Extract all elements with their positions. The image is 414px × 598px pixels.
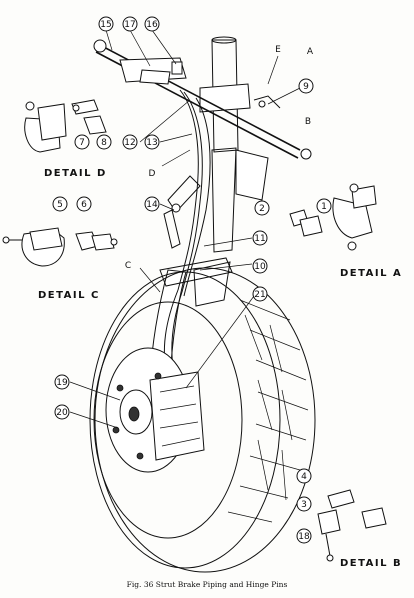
svg-text:8: 8 [101,138,107,148]
letter-a: A [307,47,314,57]
svg-text:20: 20 [56,408,68,418]
svg-text:12: 12 [124,138,135,148]
detail-b-label: DETAIL B [340,558,402,569]
svg-text:14: 14 [146,200,158,210]
svg-text:4: 4 [301,472,307,482]
svg-text:15: 15 [100,20,111,30]
leader-lines [69,29,301,429]
letter-callouts: E A B D C [125,45,314,271]
detail-b-parts [317,489,387,562]
svg-text:17: 17 [124,20,135,30]
svg-text:1: 1 [321,202,327,212]
callout-8: 8 [96,134,112,150]
figure-caption: Fig. 36 Strut Brake Piping and Hinge Pin… [126,580,288,589]
callout-20: 20 [54,404,70,420]
svg-text:18: 18 [298,532,310,542]
callout-9: 9 [298,78,314,94]
svg-text:5: 5 [57,200,63,210]
callout-19: 19 [54,374,70,390]
svg-text:7: 7 [79,138,85,148]
svg-text:3: 3 [301,500,307,510]
callout-11: 11 [252,230,268,246]
callout-12: 12 [122,134,138,150]
strut-assembly [149,36,269,381]
callout-3: 3 [296,496,312,512]
callout-15: 15 [98,16,114,32]
callout-1: 1 [316,198,332,214]
svg-text:21: 21 [254,290,265,300]
detail-d-parts [24,99,107,153]
letter-b: B [305,117,311,127]
callout-6: 6 [76,196,92,212]
detail-a-parts [289,183,377,251]
letter-e: E [275,45,281,55]
callout-5: 5 [52,196,68,212]
wheel-assembly [89,267,316,573]
callout-7: 7 [74,134,90,150]
detail-a-label: DETAIL A [340,268,402,279]
hinge-pin-assembly [93,39,312,160]
callout-21: 21 [252,286,268,302]
detail-c-parts [2,227,118,267]
callout-13: 13 [144,134,160,150]
callout-14: 14 [144,196,160,212]
detail-c-label: DETAIL C [38,290,100,301]
svg-text:11: 11 [254,234,265,244]
letter-d: D [149,169,156,179]
svg-text:2: 2 [259,204,265,214]
callout-10: 10 [252,258,268,274]
detail-d-label: DETAIL D [44,168,107,179]
callout-numbers: 15 17 16 9 12 13 7 8 [52,16,332,544]
svg-text:16: 16 [146,20,158,30]
svg-text:9: 9 [303,82,309,92]
callout-2: 2 [254,200,270,216]
callout-4: 4 [296,468,312,484]
callout-18: 18 [296,528,312,544]
svg-text:6: 6 [81,200,87,210]
letter-c: C [125,261,131,271]
svg-text:19: 19 [56,378,68,388]
callout-17: 17 [122,16,138,32]
svg-text:10: 10 [254,262,266,272]
svg-text:13: 13 [146,138,157,148]
callout-16: 16 [144,16,160,32]
